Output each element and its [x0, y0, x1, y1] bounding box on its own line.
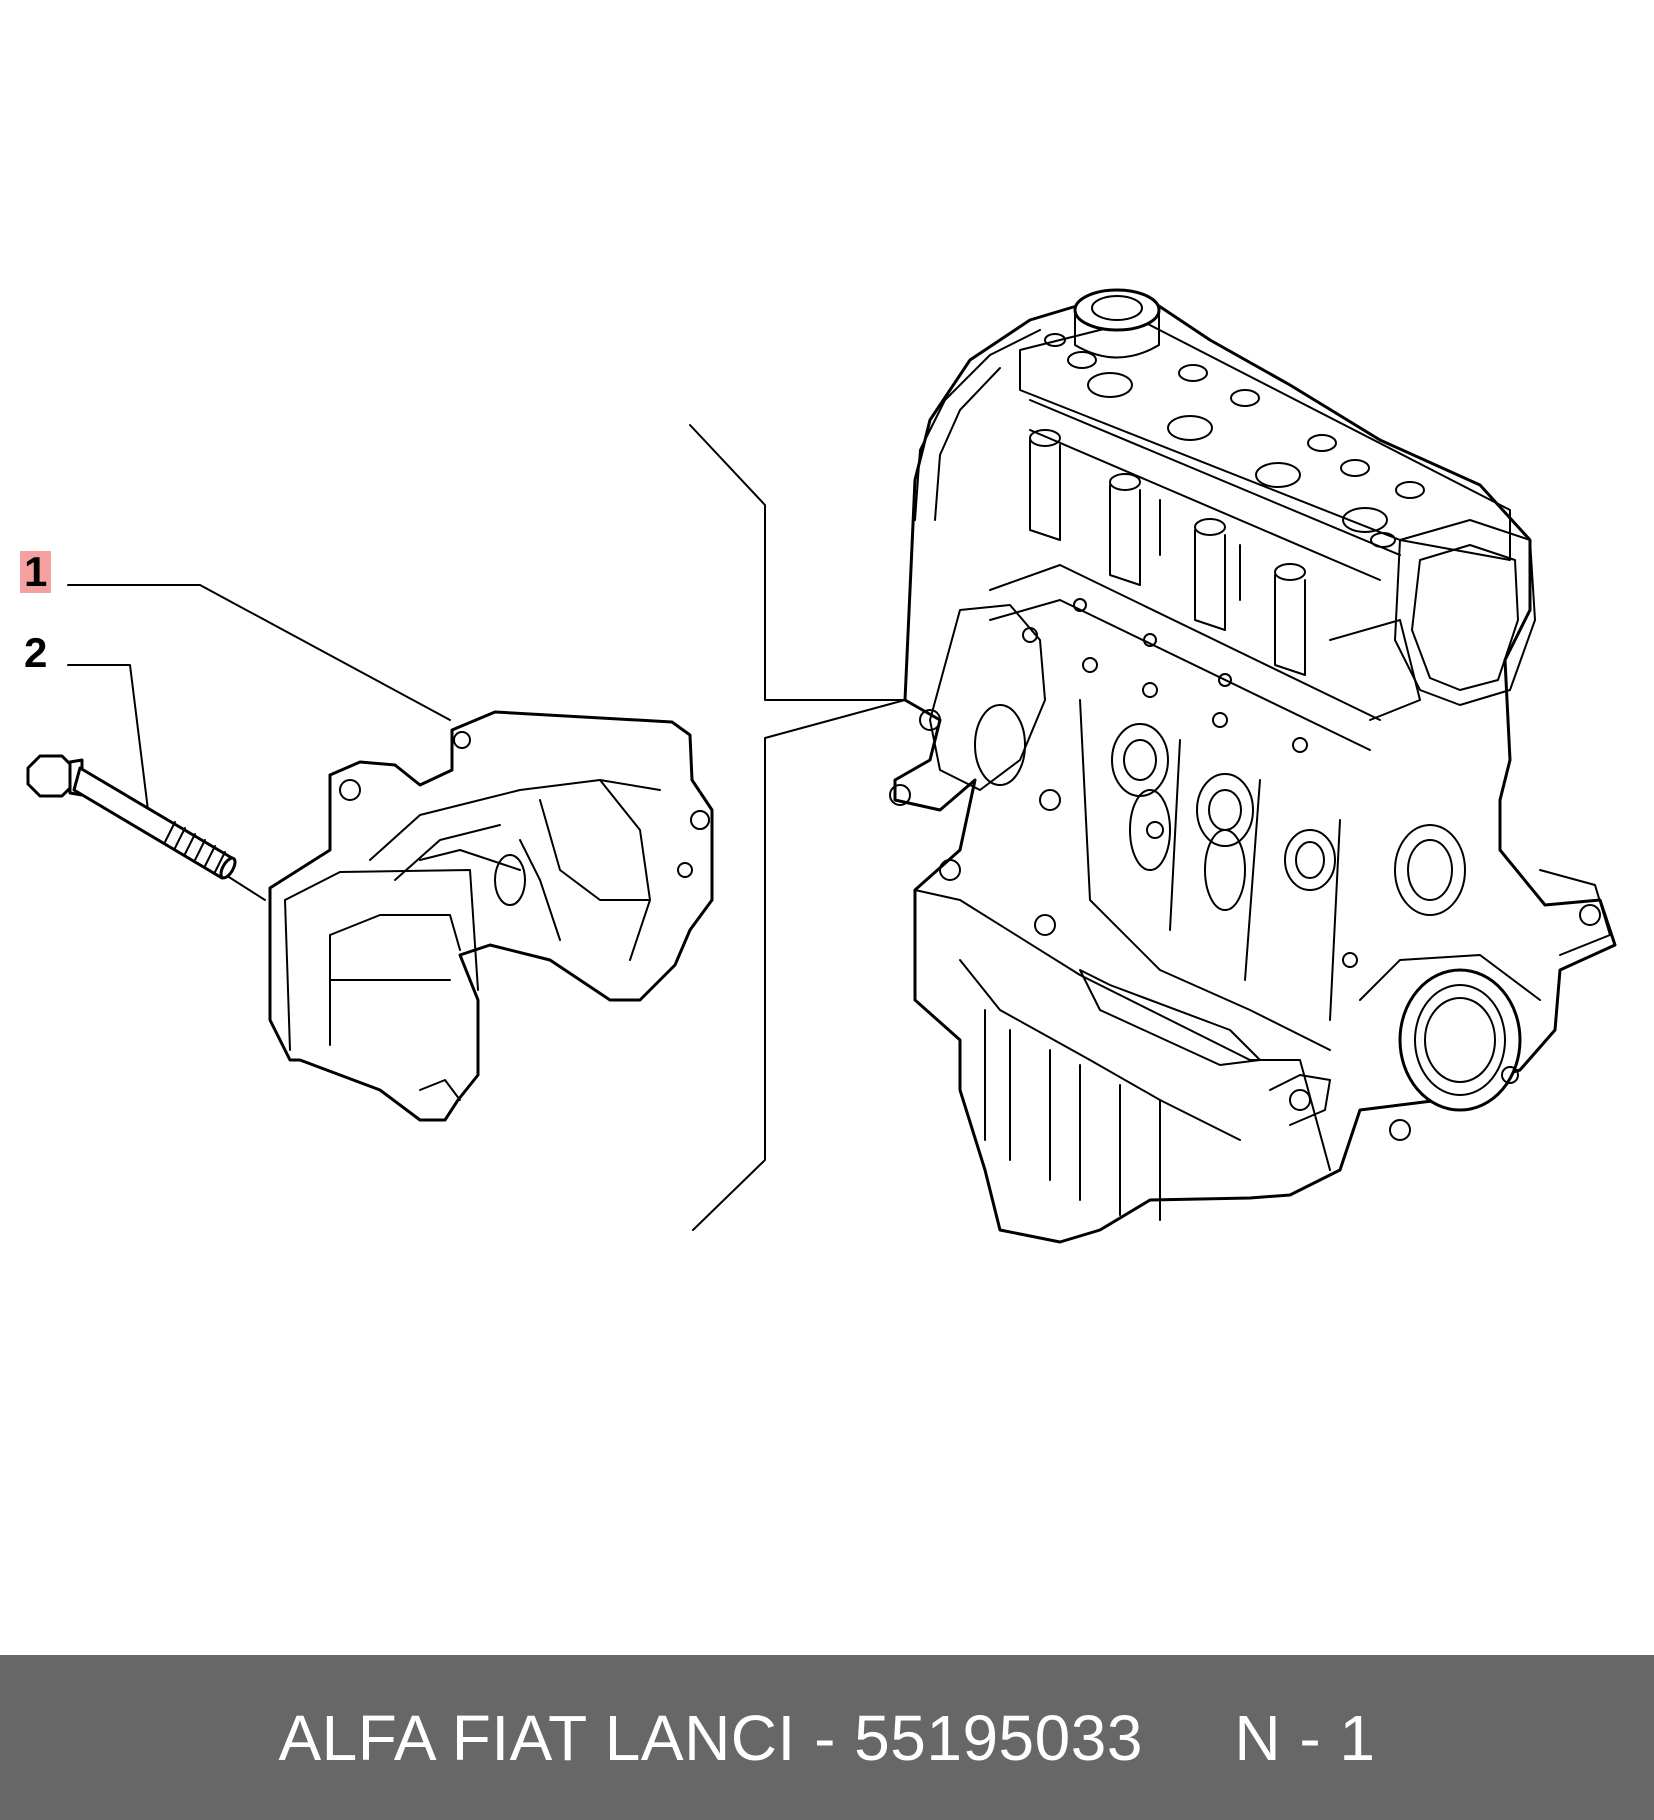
hex-bolt-icon — [26, 754, 237, 880]
leader-line-1 — [67, 584, 451, 721]
footer-note: N - 1 — [1234, 1701, 1376, 1774]
footer-brand: ALFA FIAT LANCI — [278, 1701, 796, 1774]
engine-cover-bracket-icon — [268, 710, 714, 1122]
footer-part-number: 55195033 — [854, 1701, 1143, 1774]
callout-number-2: 2 — [24, 632, 47, 674]
callout-number-1: 1 — [20, 548, 52, 595]
assembly-bracket — [689, 424, 906, 1231]
callout-2-label: 2 — [24, 629, 48, 676]
footer-separator: - — [814, 1701, 836, 1774]
exploded-parts-diagram — [26, 288, 1617, 1244]
footer-caption: ALFA FIAT LANCI - 55195033 N - 1 — [278, 1701, 1375, 1775]
footer-bar: ALFA FIAT LANCI - 55195033 N - 1 — [0, 1655, 1654, 1820]
engine-block-icon — [889, 288, 1617, 1244]
callout-1-label: 1 — [24, 548, 48, 595]
spark-plug-towers — [1029, 429, 1306, 676]
